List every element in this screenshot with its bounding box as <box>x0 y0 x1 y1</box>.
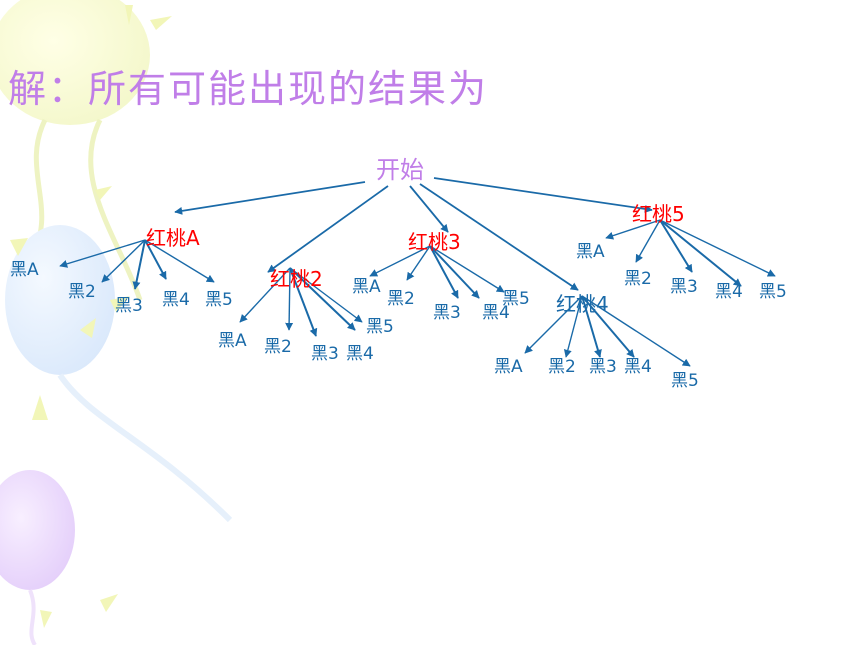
edge-branch-1-to-leaf-4 <box>144 239 167 280</box>
blue-balloon-shape <box>5 225 115 375</box>
edge-root-to-branch-5 <box>433 177 653 213</box>
edge-branch-2-to-leaf-3 <box>289 267 318 337</box>
leaf-node-label: 黑5 <box>205 290 233 310</box>
edge-branch-5-to-leaf-2 <box>635 219 661 263</box>
edge-branch-3-to-leaf-3 <box>429 245 459 299</box>
leaf-node-label: 黑4 <box>346 344 374 364</box>
edge-root-to-branch-2 <box>267 185 389 273</box>
edge-branch-3-to-leaf-5 <box>429 245 505 293</box>
yellow-balloon-shape <box>0 0 150 125</box>
root-node-label: 开始 <box>376 156 424 184</box>
leaf-node-label: 黑5 <box>502 289 530 309</box>
leaf-node-label: 黑2 <box>548 357 576 377</box>
edge-branch-4-to-leaf-2 <box>563 295 583 358</box>
branch-node-label: 红桃4 <box>556 294 609 314</box>
edge-branch-2-to-leaf-4 <box>289 267 356 331</box>
branch-label-suffix: A <box>186 226 200 250</box>
branch-label-suffix: 4 <box>596 292 609 316</box>
branch-label-prefix: 红桃 <box>556 292 596 316</box>
edge-branch-2-to-leaf-1 <box>239 267 291 323</box>
edge-branch-4-to-leaf-1 <box>524 295 583 354</box>
leaf-node-label: 黑2 <box>68 282 96 302</box>
leaf-node-label: 黑2 <box>264 337 292 357</box>
leaf-node-label: 黑3 <box>311 344 339 364</box>
leaf-node-label: 黑3 <box>670 277 698 297</box>
leaf-node-label: 黑5 <box>671 371 699 391</box>
edge-branch-4-to-leaf-3 <box>581 295 602 358</box>
branch-label-prefix: 红桃 <box>408 230 448 254</box>
page-title: 解：所有可能出现的结果为 <box>8 67 489 111</box>
leaf-node-label: 黑4 <box>482 303 510 323</box>
edge-branch-5-to-leaf-5 <box>659 219 776 277</box>
branch-label-prefix: 红桃 <box>632 202 672 226</box>
leaf-node-label: 黑2 <box>624 269 652 289</box>
edge-branch-3-to-leaf-4 <box>429 245 480 299</box>
leaf-node-label: 黑2 <box>387 289 415 309</box>
leaf-node-label: 黑3 <box>589 357 617 377</box>
edge-branch-2-to-leaf-2 <box>285 267 294 331</box>
leaf-node-label: 黑A <box>352 277 381 297</box>
leaf-node-label: 黑5 <box>366 317 394 337</box>
edge-branch-3-to-leaf-1 <box>369 245 431 277</box>
branch-node-label: 红桃5 <box>632 204 685 224</box>
branch-node-label: 红桃3 <box>408 232 461 252</box>
edge-root-to-branch-4 <box>419 183 579 291</box>
branch-label-suffix: 5 <box>672 202 685 226</box>
edge-branch-1-to-leaf-2 <box>101 239 146 283</box>
branch-node-label: 红桃A <box>146 228 200 248</box>
leaf-node-label: 黑5 <box>759 282 787 302</box>
edge-branch-4-to-leaf-5 <box>581 295 691 367</box>
edge-branch-1-to-leaf-3 <box>132 239 146 290</box>
branch-label-prefix: 红桃 <box>146 226 186 250</box>
leaf-node-label: 黑4 <box>162 290 190 310</box>
edge-root-to-branch-1 <box>174 181 366 215</box>
leaf-node-label: 黑A <box>218 331 247 351</box>
purple-balloon-shape <box>0 470 75 590</box>
leaf-node-label: 黑4 <box>624 357 652 377</box>
edge-branch-4-to-leaf-4 <box>581 295 635 358</box>
edge-branch-1-to-leaf-1 <box>59 239 146 268</box>
edge-branch-5-to-leaf-3 <box>659 219 693 273</box>
leaf-node-label: 黑3 <box>115 296 143 316</box>
branch-node-label: 红桃2 <box>270 269 323 289</box>
edge-root-to-branch-3 <box>409 185 449 233</box>
edge-branch-1-to-leaf-5 <box>144 239 215 283</box>
edge-branch-2-to-leaf-5 <box>289 267 363 323</box>
edge-branch-5-to-leaf-4 <box>659 219 742 287</box>
leaf-node-label: 黑A <box>494 357 523 377</box>
leaf-node-label: 黑3 <box>433 303 461 323</box>
branch-label-prefix: 红桃 <box>270 267 310 291</box>
leaf-node-label: 黑A <box>10 260 39 280</box>
edge-branch-5-to-leaf-1 <box>605 219 661 240</box>
edge-branch-3-to-leaf-2 <box>406 245 431 281</box>
branch-label-suffix: 2 <box>310 267 323 291</box>
leaf-node-label: 黑4 <box>715 282 743 302</box>
leaf-node-label: 黑A <box>576 242 605 262</box>
branch-label-suffix: 3 <box>448 230 461 254</box>
